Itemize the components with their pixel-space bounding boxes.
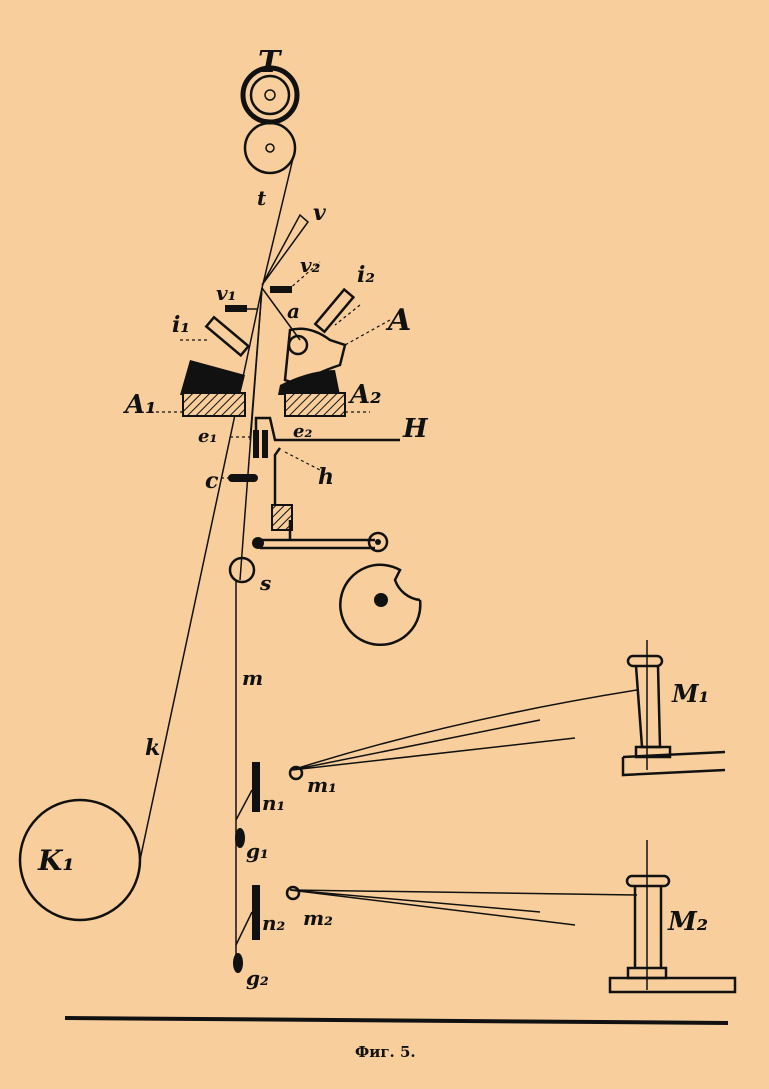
label-g2: g₂ [246,966,269,990]
spindle-M1 [621,640,726,777]
label-n2: n₂ [262,911,286,935]
spindle-M2 [608,840,737,994]
label-A2: A₂ [347,380,382,410]
label-t: t [257,186,267,210]
guide-c [228,474,258,482]
label-A: A [385,303,411,338]
top-rollers [240,65,300,175]
weight-g2 [233,953,243,973]
label-m: m [242,666,263,690]
label-M1: M₁ [671,679,709,708]
baseline [64,1016,729,1025]
label-A1: A₁ [122,390,157,420]
label-i2: i₂ [357,262,375,288]
label-M2: M₂ [667,907,708,937]
weight-g1 [235,828,245,848]
label-v2: v₂ [300,253,321,277]
block-A1 [180,360,246,417]
label-e2: e₂ [293,421,312,442]
label-K1: K₁ [37,844,75,877]
label-v1: v₁ [216,281,236,305]
bobbin-K1 [18,798,142,922]
label-s: s [259,571,271,595]
label-g1: g₁ [246,839,269,863]
label-c: c [205,468,219,494]
label-m2: m₂ [303,906,333,930]
part-i1 [204,315,251,358]
needle-v2 [270,286,292,293]
label-a: a [287,299,300,323]
lever-H [254,416,400,442]
label-v: v [313,200,326,226]
cam-wheel [339,563,422,647]
label-h: h [318,464,334,490]
part-i2 [313,287,356,334]
label-T: T [258,45,283,80]
figure-caption: Фиг. 5. [355,1043,416,1061]
threads [139,149,310,960]
roller-s [228,556,256,584]
block-A2 [278,370,346,417]
label-n1: n₁ [262,791,285,815]
label-e1: e₁ [198,426,217,447]
label-H: H [402,414,429,444]
label-i1: i₁ [172,312,190,338]
needle-v1 [225,305,247,312]
label-m1: m₁ [307,773,337,797]
label-k: k [145,735,160,761]
